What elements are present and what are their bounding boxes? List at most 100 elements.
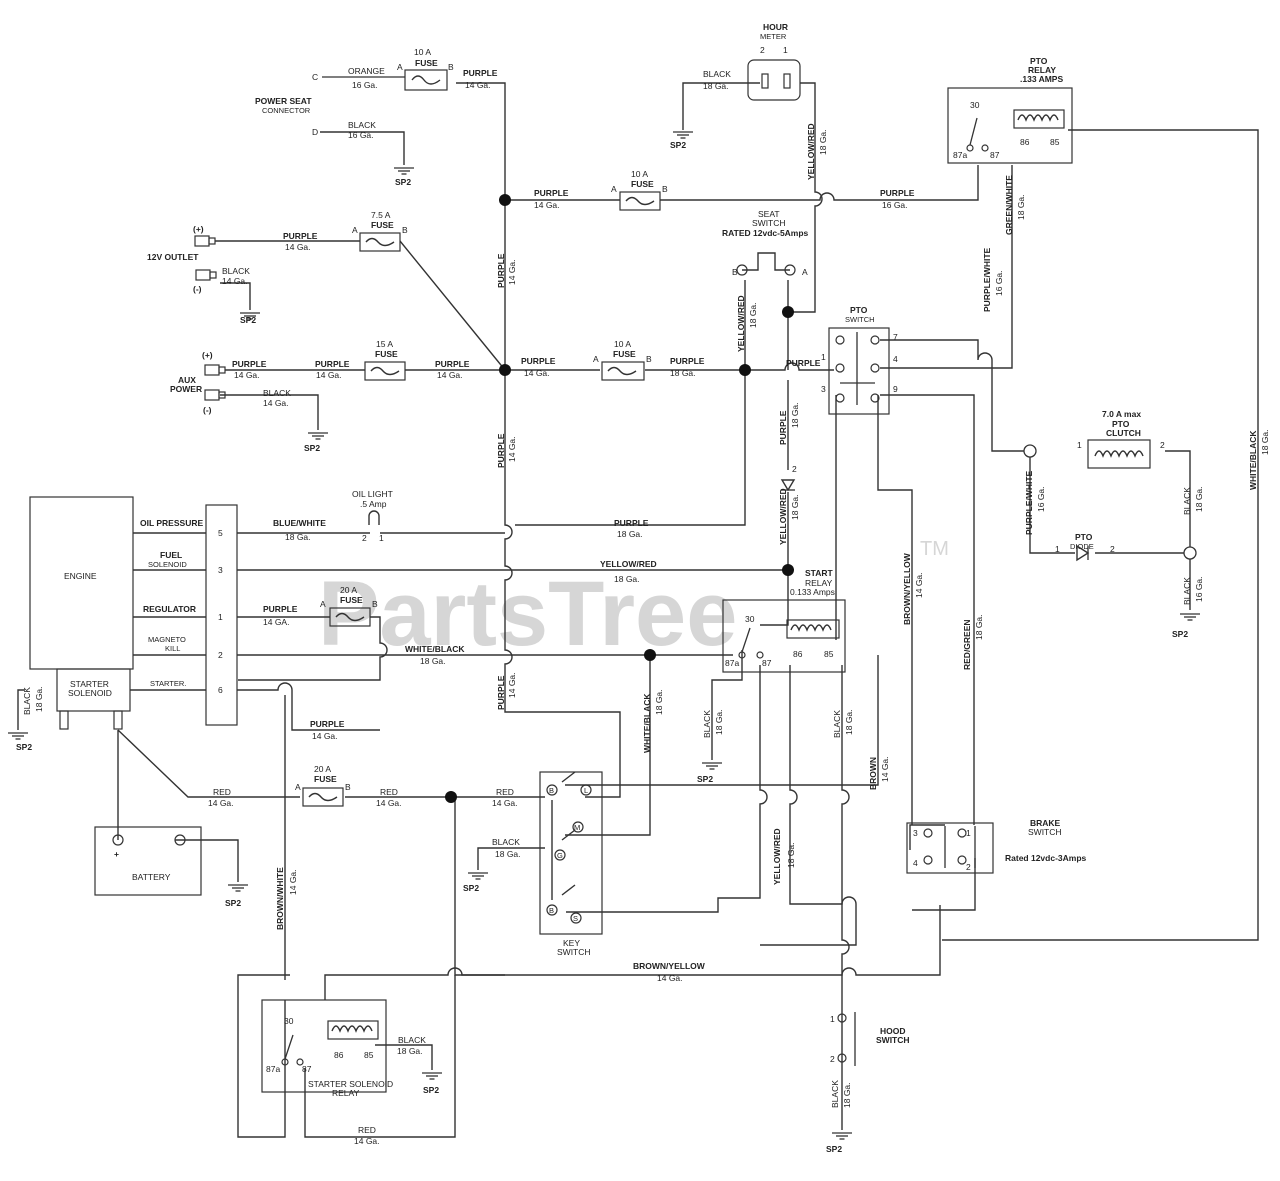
svg-text:BLACK: BLACK	[1182, 487, 1192, 515]
diode-yellow-red: PURPLE 18 Ga. 2 YELLOW/RED 18 Ga.	[778, 402, 800, 545]
svg-text:BROWN: BROWN	[868, 757, 878, 790]
svg-text:YELLOW/RED: YELLOW/RED	[736, 295, 746, 352]
svg-text:GREEN/WHITE: GREEN/WHITE	[1004, 175, 1014, 235]
svg-text:BLACK: BLACK	[492, 837, 520, 847]
svg-text:87a: 87a	[725, 658, 739, 668]
svg-text:16 Ga.: 16 Ga.	[994, 270, 1004, 296]
svg-text:18 Ga.: 18 Ga.	[786, 842, 796, 868]
svg-text:BROWN/YELLOW: BROWN/YELLOW	[902, 552, 912, 625]
svg-text:PTO: PTO	[1075, 532, 1093, 542]
svg-text:SWITCH: SWITCH	[557, 947, 591, 957]
svg-text:PURPLE: PURPLE	[263, 604, 298, 614]
svg-text:18 Ga.: 18 Ga.	[617, 529, 643, 539]
svg-text:RED/GREEN: RED/GREEN	[962, 619, 972, 670]
svg-text:PURPLE/WHITE: PURPLE/WHITE	[982, 247, 992, 312]
svg-text:18 Ga.: 18 Ga.	[748, 302, 758, 328]
fuse-10a-top: 10 A FUSE A B PURPLE 14 Ga.	[397, 47, 498, 91]
svg-text:SWITCH: SWITCH	[876, 1035, 910, 1045]
svg-text:18 Ga.: 18 Ga.	[397, 1046, 423, 1056]
svg-text:POWER: POWER	[170, 384, 202, 394]
fuse-10a-aux: 10 A FUSE A B	[593, 339, 652, 381]
svg-text:14 Ga.: 14 Ga.	[234, 370, 260, 380]
svg-text:85: 85	[364, 1050, 374, 1060]
seat-switch: SEAT SWITCH RATED 12vdc-5Amps B A YELLOW…	[722, 209, 809, 352]
svg-text:9: 9	[893, 384, 898, 394]
svg-text:SP2: SP2	[697, 774, 713, 784]
svg-text:B: B	[448, 62, 454, 72]
svg-text:SP2: SP2	[1172, 629, 1188, 639]
svg-text:20 A: 20 A	[340, 585, 357, 595]
svg-text:FUSE: FUSE	[340, 595, 363, 605]
svg-text:PURPLE: PURPLE	[283, 231, 318, 241]
svg-text:BROWN/YELLOW: BROWN/YELLOW	[633, 961, 706, 971]
svg-text:SP2: SP2	[826, 1144, 842, 1154]
svg-text:18 Ga.: 18 Ga.	[614, 574, 640, 584]
svg-text:PURPLE: PURPLE	[496, 253, 506, 288]
svg-text:SP2: SP2	[395, 177, 411, 187]
svg-text:14 Ga.: 14 Ga.	[208, 798, 234, 808]
svg-text:(-): (-)	[193, 284, 202, 294]
svg-text:18 Ga.: 18 Ga.	[670, 368, 696, 378]
svg-text:18 Ga.: 18 Ga.	[703, 81, 729, 91]
svg-text:14 Ga.: 14 Ga.	[354, 1136, 380, 1146]
svg-text:B: B	[549, 786, 554, 795]
svg-text:14 Ga.: 14 Ga.	[524, 368, 550, 378]
svg-text:KILL: KILL	[165, 644, 180, 653]
svg-text:.133 AMPS: .133 AMPS	[1020, 74, 1063, 84]
svg-text:7: 7	[893, 332, 898, 342]
svg-text:30: 30	[745, 614, 755, 624]
svg-text:SP2: SP2	[16, 742, 32, 752]
svg-text:(+): (+)	[202, 350, 213, 360]
svg-text:16 Ga.: 16 Ga.	[1036, 486, 1046, 512]
svg-text:PURPLE: PURPLE	[435, 359, 470, 369]
svg-text:PURPLE: PURPLE	[534, 188, 569, 198]
bus-labels: PURPLE 14 Ga. PURPLE 14 Ga. PURPLE 18 Ga…	[496, 188, 915, 710]
svg-text:WHITE/BLACK: WHITE/BLACK	[1248, 430, 1258, 490]
svg-text:86: 86	[793, 649, 803, 659]
svg-text:PURPLE: PURPLE	[880, 188, 915, 198]
svg-text:A: A	[593, 354, 599, 364]
fuse-7-5a: 7.5 A FUSE A B	[352, 210, 408, 252]
svg-text:14 Ga.: 14 Ga.	[263, 398, 289, 408]
svg-text:87: 87	[762, 658, 772, 668]
svg-text:B: B	[646, 354, 652, 364]
svg-text:2: 2	[966, 862, 971, 872]
svg-text:CONNECTOR: CONNECTOR	[262, 106, 311, 115]
svg-text:16 Ga.: 16 Ga.	[352, 80, 378, 90]
svg-text:18 Ga.: 18 Ga.	[1016, 194, 1026, 220]
svg-text:BLACK: BLACK	[222, 266, 250, 276]
svg-text:HOOD: HOOD	[880, 1026, 906, 1036]
svg-text:SP2: SP2	[225, 898, 241, 908]
svg-text:RED: RED	[358, 1125, 376, 1135]
svg-text:D: D	[312, 127, 318, 137]
svg-text:B: B	[549, 906, 554, 915]
engine-title: ENGINE	[64, 571, 97, 581]
svg-text:RELAY: RELAY	[332, 1088, 360, 1098]
svg-text:OIL PRESSURE: OIL PRESSURE	[140, 518, 203, 528]
svg-text:STARTER: STARTER	[70, 679, 109, 689]
svg-text:.5 Amp: .5 Amp	[360, 499, 387, 509]
svg-text:L: L	[584, 786, 588, 795]
svg-text:18 Ga.: 18 Ga.	[1260, 429, 1270, 455]
start-relay: START RELAY 0.133 Amps 30 87a 87 86 85 B…	[642, 568, 854, 784]
svg-text:1: 1	[821, 352, 826, 362]
svg-text:B: B	[345, 782, 351, 792]
svg-text:+: +	[114, 849, 119, 859]
svg-text:18 Ga.: 18 Ga.	[974, 614, 984, 640]
svg-text:18 Ga.: 18 Ga.	[420, 656, 446, 666]
svg-text:2: 2	[218, 650, 223, 660]
svg-text:14 Ga.: 14 Ga.	[492, 798, 518, 808]
svg-text:10 A: 10 A	[414, 47, 431, 57]
svg-text:B: B	[732, 267, 738, 277]
battery: + BATTERY SP2	[94, 826, 249, 908]
svg-text:14 Ga.: 14 Ga.	[312, 731, 338, 741]
svg-text:B: B	[662, 184, 668, 194]
svg-text:1: 1	[966, 828, 971, 838]
svg-text:WHITE/BLACK: WHITE/BLACK	[405, 644, 465, 654]
svg-text:FUSE: FUSE	[314, 774, 337, 784]
svg-text:RELAY: RELAY	[805, 578, 833, 588]
wires	[17, 82, 1259, 1138]
svg-text:10 A: 10 A	[631, 169, 648, 179]
engine: ENGINE STARTER SOLENOID BLACK 18 Ga. SP2	[7, 496, 134, 752]
svg-text:OIL LIGHT: OIL LIGHT	[352, 489, 393, 499]
